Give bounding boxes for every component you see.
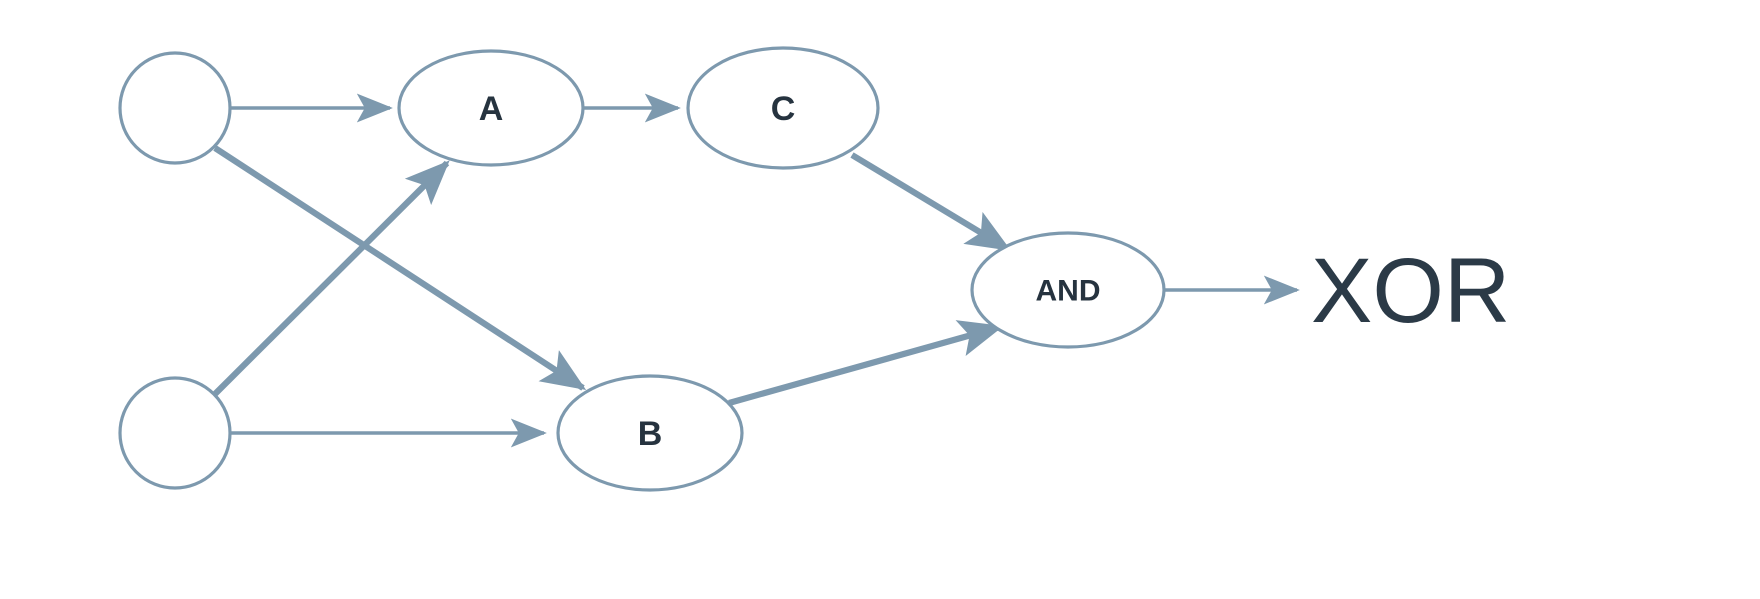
output-label-xor: XOR — [1311, 240, 1510, 342]
node-a-shape[interactable] — [397, 49, 585, 167]
node-c-shape[interactable] — [686, 46, 880, 170]
node-a-label: A — [479, 90, 504, 128]
node-a[interactable]: A — [397, 49, 585, 167]
node-layer: A B C AND — [118, 46, 1166, 492]
edge-layer — [210, 93, 1300, 448]
node-b[interactable]: B — [556, 374, 744, 492]
node-input-2[interactable] — [118, 376, 232, 490]
node-and-shape[interactable] — [970, 231, 1166, 349]
node-b-label: B — [638, 415, 663, 453]
terminal-layer: XOR — [1311, 240, 1510, 342]
edge-in1-to-B[interactable] — [213, 145, 587, 391]
node-c[interactable]: C — [686, 46, 880, 170]
edge-C-to-AND[interactable] — [850, 152, 1012, 252]
node-input-1[interactable] — [118, 51, 232, 165]
node-input-2-shape[interactable] — [118, 376, 232, 490]
node-and-label: AND — [1036, 275, 1101, 308]
node-c-label: C — [771, 90, 796, 128]
node-and[interactable]: AND — [970, 231, 1166, 349]
edge-B-to-AND[interactable] — [728, 320, 1004, 406]
edge-in2-to-A[interactable] — [210, 160, 450, 399]
node-b-shape[interactable] — [556, 374, 744, 492]
node-input-1-shape[interactable] — [118, 51, 232, 165]
